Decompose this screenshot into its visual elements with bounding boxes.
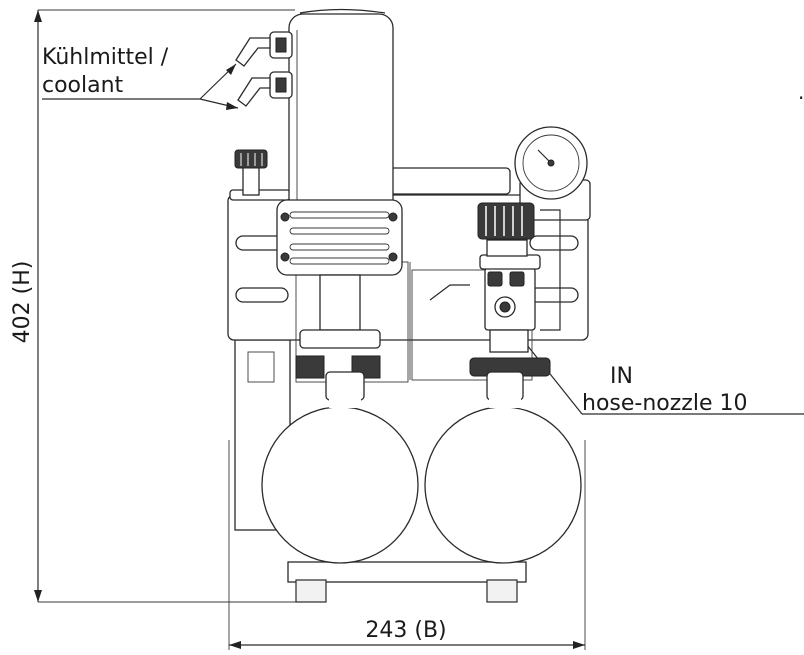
coolant-leader <box>42 63 239 110</box>
flask-left <box>261 406 419 564</box>
receiving-flasks <box>261 371 582 564</box>
coolant-label-de: Kühlmittel / <box>42 45 169 70</box>
width-dimension <box>228 440 586 650</box>
height-dimension-label: 402 (H) <box>10 261 35 344</box>
foot-right <box>486 579 518 603</box>
cropped-glyph: · <box>798 86 804 110</box>
pressure-gauge <box>514 126 591 221</box>
flask-right <box>424 406 582 564</box>
inlet-valve <box>469 202 551 377</box>
coolant-label-en: coolant <box>42 73 124 98</box>
inlet-label-detail: hose-nozzle 10 <box>582 391 747 416</box>
coolant-nozzles <box>235 31 293 107</box>
width-dimension-label: 243 (B) <box>365 618 446 643</box>
foot-left <box>295 579 327 603</box>
base-plate <box>287 561 527 583</box>
inlet-label-title: IN <box>610 364 633 389</box>
pump-drawing <box>227 8 591 603</box>
height-dimension <box>34 9 300 603</box>
left-valve-knob <box>234 149 268 169</box>
condenser <box>288 13 394 215</box>
left-valve-body <box>242 164 260 196</box>
